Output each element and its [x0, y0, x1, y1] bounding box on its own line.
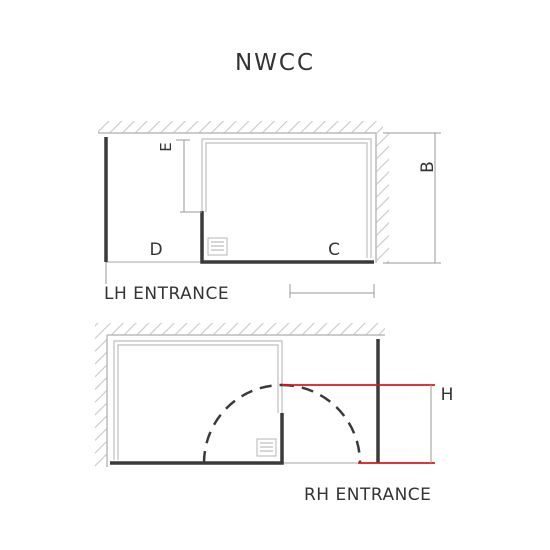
entrance-frame	[200, 211, 374, 264]
lh-entrance-label: LH ENTRANCE	[104, 284, 230, 304]
dimension-c-label: C	[328, 240, 340, 260]
dimension-b-line	[383, 132, 441, 264]
drain-icon-2	[256, 438, 277, 457]
door-swing-arc-left	[202, 383, 283, 464]
dimension-e	[176, 139, 202, 213]
left-wall-hatch	[95, 335, 107, 467]
dimension-b-label: B	[418, 161, 438, 173]
dimension-d-label: D	[149, 240, 162, 260]
dimension-c-line	[289, 284, 375, 298]
dimension-h-label: H	[441, 385, 454, 405]
lh-entrance-diagram: E D C B	[98, 121, 441, 298]
entrance-frame-2	[110, 413, 284, 465]
right-wall-hatch	[376, 133, 389, 263]
top-wall-hatch	[98, 121, 383, 133]
top-wall-hatch-2	[95, 323, 385, 335]
inner-glass-panel	[201, 138, 372, 258]
diagram-title: NWCC	[234, 50, 316, 76]
dimension-e-label: E	[157, 142, 175, 151]
door-swing-arc-right	[281, 383, 362, 464]
inner-glass-panel-2	[113, 340, 283, 460]
rh-entrance-label: RH ENTRANCE	[304, 485, 432, 505]
rh-entrance-diagram: H	[95, 323, 453, 467]
drain-icon	[207, 237, 228, 256]
